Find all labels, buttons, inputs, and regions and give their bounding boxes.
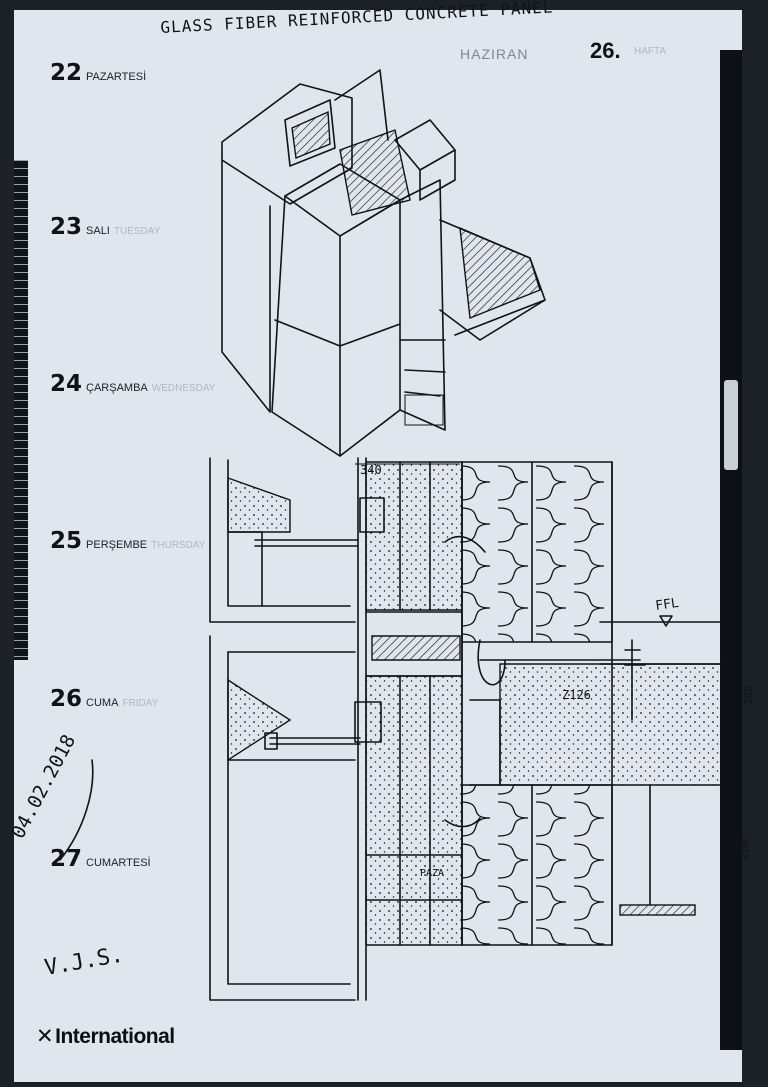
day-name-english: FRIDAY: [122, 698, 159, 709]
side-dimension-bottom: 200: [737, 838, 751, 860]
pen: [720, 50, 742, 1050]
day-row: 24 ÇARŞAMBA WEDNESDAY: [50, 371, 215, 397]
isometric-panel-sketch: [221, 69, 546, 457]
week-number: 26.: [590, 38, 621, 63]
pen-clip: [724, 380, 738, 470]
ruler-edge: [14, 160, 28, 660]
side-dimension-top: 285: [742, 685, 755, 705]
small-note-label: PAZA: [420, 868, 444, 879]
day-number: 27: [50, 846, 83, 872]
floor-level-label: FFL: [654, 596, 680, 614]
day-number: 24: [50, 371, 83, 397]
wall-section-detail: [209, 457, 742, 1001]
day-name: PERŞEMBE: [86, 539, 148, 551]
day-name: ÇARŞAMBA: [86, 382, 148, 394]
day-name-english: WEDNESDAY: [151, 383, 216, 394]
day-number: 22: [50, 60, 83, 86]
brand-logo: ✕International: [36, 1024, 175, 1049]
slab-dimension-label: Z126: [562, 688, 591, 702]
brand-mark-icon: ✕: [36, 1024, 54, 1048]
day-name-english: TUESDAY: [113, 226, 161, 237]
dimension-label: 340: [360, 463, 382, 477]
signature: V.J.S.: [43, 942, 126, 980]
day-row: 23 SALI TUESDAY: [50, 214, 160, 240]
date-flourish: [59, 759, 94, 861]
day-number: 26: [50, 686, 83, 712]
brand-name: International: [55, 1025, 175, 1048]
day-row: 26 CUMA FRIDAY: [50, 686, 158, 712]
day-row: 27 CUMARTESİ: [50, 846, 151, 872]
day-number: 23: [50, 214, 83, 240]
day-name: PAZARTESİ: [86, 71, 147, 83]
day-name-english: THURSDAY: [151, 540, 206, 551]
day-name: CUMA: [86, 697, 119, 709]
day-number: 25: [50, 528, 83, 554]
day-row: 25 PERŞEMBE THURSDAY: [50, 528, 205, 554]
month-label: HAZIRAN: [460, 46, 529, 62]
sketch-date: 04.02.2018: [7, 731, 80, 842]
day-name: CUMARTESİ: [86, 857, 151, 869]
day-row: 22 PAZARTESİ: [50, 60, 146, 86]
day-name: SALI: [86, 225, 110, 237]
week-label: HAFTA: [634, 46, 667, 57]
